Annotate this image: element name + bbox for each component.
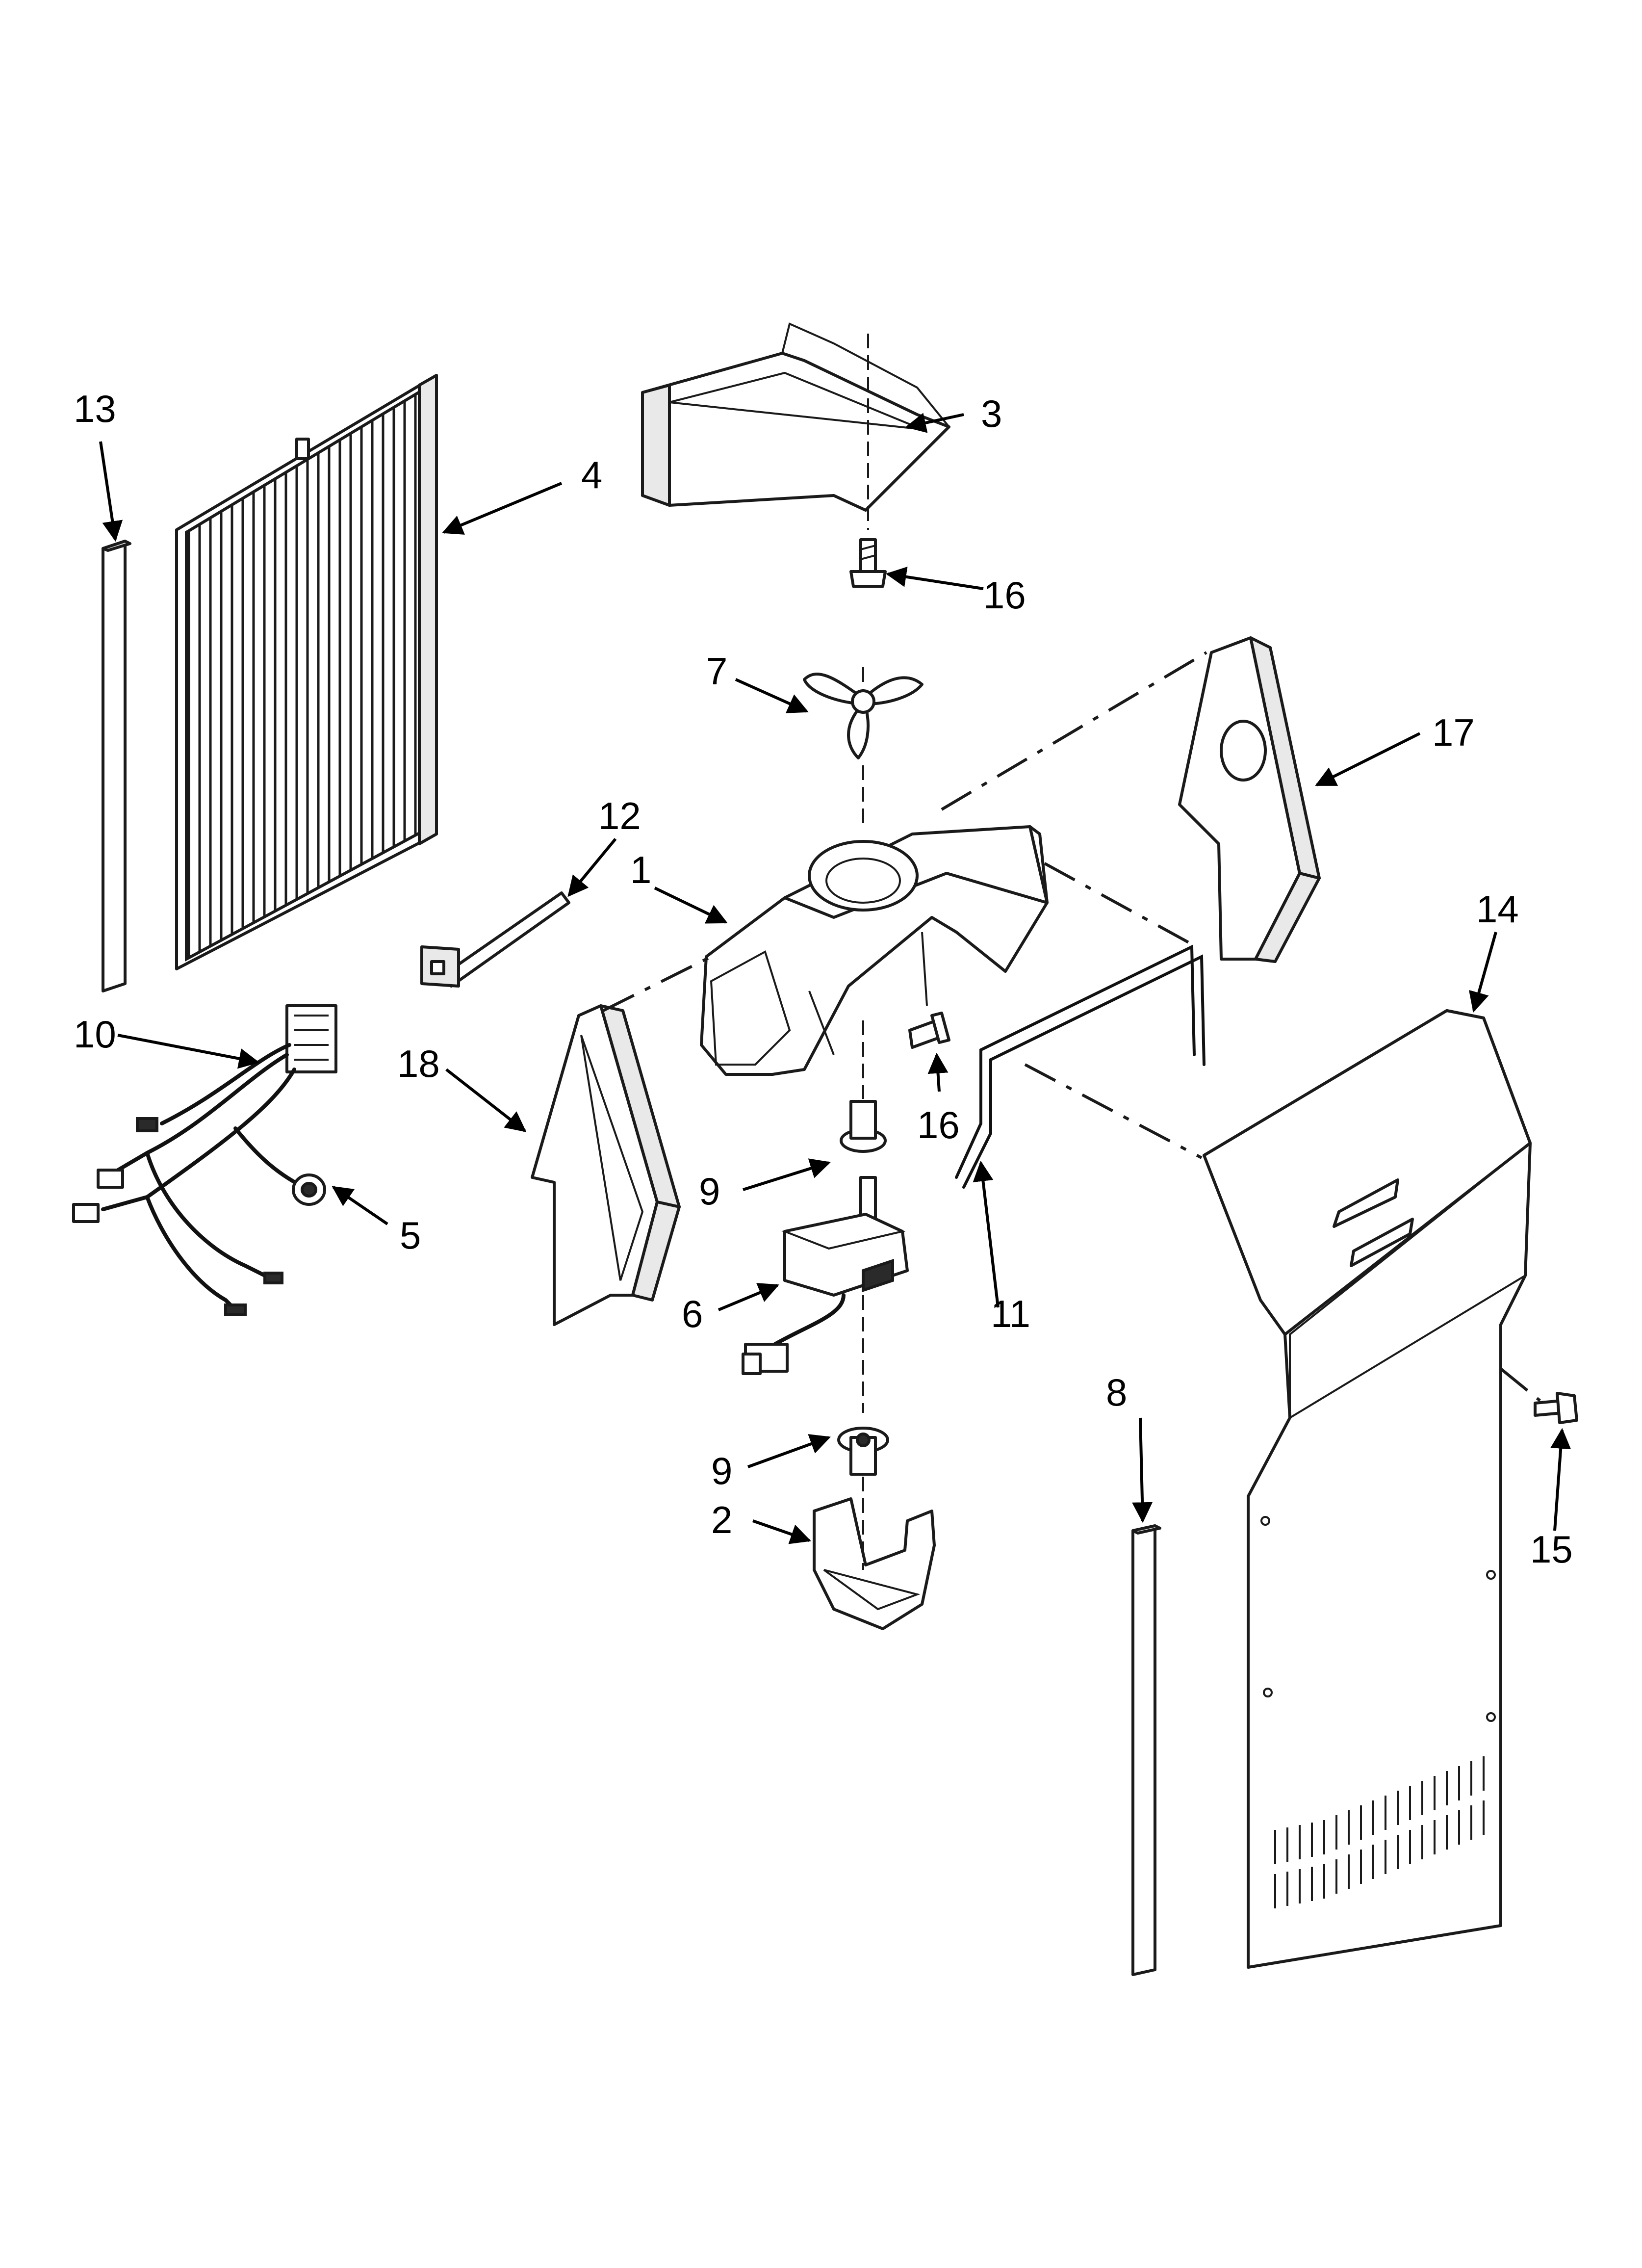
callout-16-top: 16 — [983, 574, 1026, 617]
part-4-ribbed-grille — [175, 374, 438, 970]
vent-slots — [1274, 1756, 1485, 1908]
part-17-side-baffle — [1178, 636, 1321, 963]
part-18-side-baffle — [531, 1004, 681, 1326]
callout-3: 3 — [981, 392, 1002, 435]
part-16-screw-middle — [908, 1012, 950, 1049]
part-15-screw — [1534, 1392, 1578, 1424]
callout-6: 6 — [682, 1292, 703, 1335]
callout-9-lower: 9 — [711, 1449, 732, 1492]
callout-18: 18 — [397, 1042, 440, 1085]
part-14-rear-panel — [1203, 1009, 1532, 1969]
callout-17: 17 — [1432, 711, 1475, 754]
callout-16-middle: 16 — [917, 1103, 960, 1147]
callout-12: 12 — [598, 794, 641, 837]
part-6-fan-motor — [742, 1176, 909, 1375]
leader-lines — [99, 413, 1571, 1544]
part-1-fan-shroud — [700, 825, 1049, 1076]
part-7-fan-blade — [803, 673, 924, 759]
callout-5: 5 — [400, 1214, 421, 1257]
callout-8: 8 — [1106, 1371, 1127, 1414]
callout-labels: 13 4 3 16 7 17 12 1 14 10 18 16 9 5 6 11… — [74, 387, 1573, 1571]
callout-14: 14 — [1476, 887, 1519, 931]
part-12-cable-tie — [420, 891, 570, 988]
part-8-foam-strip — [1131, 1524, 1161, 1976]
callout-9-upper: 9 — [699, 1170, 720, 1213]
part-10-wire-harness — [72, 1004, 337, 1316]
part-5-grommet — [292, 1173, 326, 1206]
callout-10: 10 — [74, 1013, 116, 1056]
part-11-wire-bracket — [955, 944, 1206, 1189]
part-2-motor-bracket — [813, 1497, 936, 1630]
part-16-screw-top — [849, 538, 887, 588]
part-9-bushing-lower — [837, 1427, 889, 1476]
part-3-duct-cover — [641, 322, 950, 512]
part-13-foam-strip — [102, 540, 131, 992]
alignment-lines — [602, 334, 1541, 1570]
callout-13: 13 — [74, 387, 116, 430]
callout-11: 11 — [991, 1292, 1030, 1335]
callout-4: 4 — [581, 453, 602, 496]
callout-15: 15 — [1530, 1528, 1573, 1571]
callout-1: 1 — [630, 848, 651, 891]
part-9-bushing-upper — [840, 1100, 887, 1153]
callout-2: 2 — [711, 1498, 732, 1541]
callout-7: 7 — [706, 650, 727, 693]
